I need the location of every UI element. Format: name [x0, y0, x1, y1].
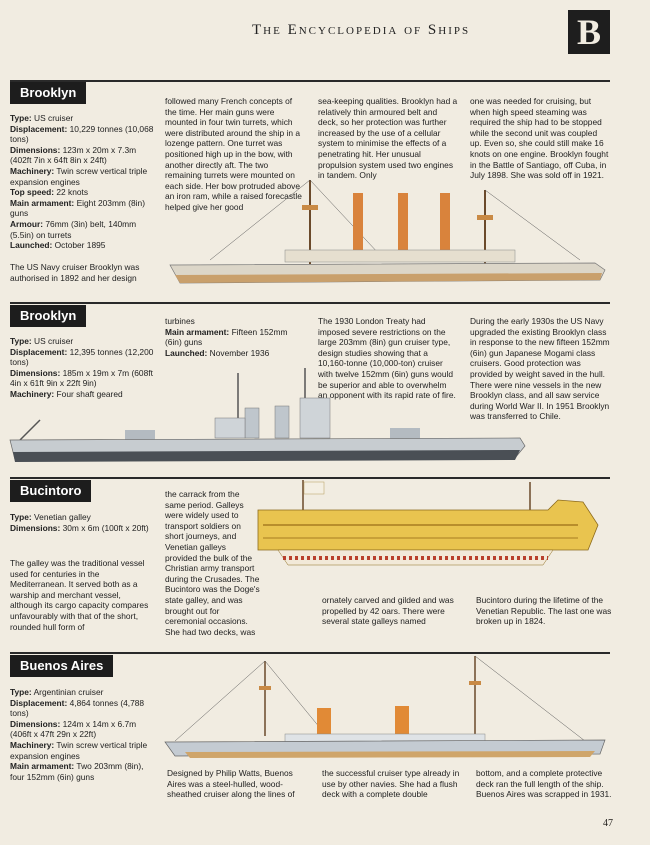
section-rule	[10, 302, 610, 304]
spec-line: Type: US cruiser	[10, 113, 155, 124]
section-letter: B	[568, 10, 610, 54]
spec-value: 124m x 14m x 6.7m (406ft x 47ft 29n x 22…	[10, 718, 137, 740]
spec-line: Dimensions: 124m x 14m x 6.7m (406ft x 4…	[10, 719, 155, 740]
spec-label: Displacement:	[10, 697, 68, 708]
spec-value: 30m x 6m (100ft x 20ft)	[62, 522, 149, 533]
spec-value: Twin screw vertical triple expansion eng…	[10, 739, 148, 761]
spec-line: Displacement: 4,864 tonnes (4,788 tons)	[10, 698, 155, 719]
spec-line: Dimensions: 30m x 6m (100ft x 20ft)	[10, 523, 155, 534]
spec-line: Machinery: Twin screw vertical triple ex…	[10, 166, 155, 187]
spec-value: turbines	[165, 316, 195, 326]
text-brooklyn-1895-b: followed many French concepts of the tim…	[165, 96, 302, 212]
spec-line: Main armament: Eight 203mm (8in) guns	[10, 198, 155, 219]
spec-label: Dimensions:	[10, 144, 61, 155]
spec-line: Machinery: Twin screw vertical triple ex…	[10, 740, 155, 761]
spec-value: 12,395 tonnes (12,200 tons)	[10, 346, 154, 368]
spec-line: Displacement: 12,395 tonnes (12,200 tons…	[10, 347, 155, 368]
spec-value: 4,864 tonnes (4,788 tons)	[10, 697, 145, 719]
text-bucintoro-b: the carrack from the same period. Galley…	[165, 489, 260, 637]
spec-line: Launched: October 1895	[10, 240, 155, 251]
spec-value: US cruiser	[34, 336, 74, 346]
spec-value: Two 203mm (8in), four 152mm (6in) guns	[10, 761, 144, 782]
illustration-brooklyn-1936	[9, 368, 526, 462]
spec-line: Type: Venetian galley	[10, 512, 155, 523]
spec-value: 76mm (3in) belt, 140mm (5.5in) on turret…	[10, 218, 137, 240]
spec-label: Dimensions:	[10, 367, 61, 378]
spec-value: 123m x 20m x 7.3m (402ft 7in x 64ft 8in …	[10, 144, 137, 166]
spec-line: turbines	[165, 316, 305, 327]
spec-value: October 1895	[54, 240, 106, 251]
text-brooklyn-1895-d: one was needed for cruising, but when hi…	[470, 96, 609, 181]
spec-line: Main armament: Two 203mm (8in), four 152…	[10, 761, 155, 782]
spec-label: Type:	[10, 512, 32, 522]
section-rule	[10, 652, 610, 654]
text-buenos-aires-c: the successful cruiser type already in u…	[322, 768, 460, 800]
spec-label: Machinery:	[10, 165, 55, 176]
text-buenos-aires-b: Designed by Philip Watts, Buenos Aires w…	[167, 768, 295, 800]
running-header: The Encyclopedia of Ships	[252, 22, 471, 38]
spec-line: Displacement: 10,229 tonnes (10,068 tons…	[10, 124, 155, 145]
spec-line: Machinery: Four shaft geared	[10, 389, 155, 400]
section-rule	[10, 80, 610, 82]
spec-line: Type: Argentinian cruiser	[10, 687, 155, 698]
spec-value: Eight 203mm (8in) guns	[10, 197, 145, 219]
spec-line: Main armament: Fifteen 152mm (6in) guns	[165, 327, 305, 348]
spec-label: Type:	[10, 113, 32, 123]
spec-line: Type: US cruiser	[10, 336, 155, 347]
spec-value: 185m x 19m x 7m (608ft 4in x 61ft 9in x …	[10, 367, 153, 389]
entry-title-bucintoro: Bucintoro	[10, 480, 92, 502]
text-buenos-aires-d: bottom, and a complete protective deck r…	[476, 768, 612, 800]
text-brooklyn-1936-c: The 1930 London Treaty had imposed sever…	[318, 316, 456, 401]
spec-line: Dimensions: 123m x 20m x 7.3m (402ft 7in…	[10, 145, 155, 166]
spec-value: Four shaft geared	[56, 388, 123, 399]
spec-line: Top speed: 22 knots	[10, 187, 155, 198]
spec-value: 10,229 tonnes (10,068 tons)	[10, 123, 154, 145]
spec-value: November 1936	[209, 347, 270, 358]
spec-value: US cruiser	[34, 113, 74, 123]
spec-label: Top speed:	[10, 187, 55, 198]
spec-line: Armour: 76mm (3in) belt, 140mm (5.5in) o…	[10, 219, 155, 240]
text-brooklyn-1895-c: sea-keeping qualities. Brooklyn had a re…	[318, 96, 458, 181]
text-bucintoro-a: The galley was the traditional vessel us…	[10, 558, 149, 632]
spec-label: Dimensions:	[10, 718, 61, 729]
spec-label: Dimensions:	[10, 522, 61, 533]
text-brooklyn-1936-d: During the early 1930s the US Navy upgra…	[470, 316, 610, 422]
spec-value: 22 knots	[56, 187, 89, 198]
text-bucintoro-c: ornately carved and gilded and was prope…	[322, 595, 454, 627]
entry-title-buenos-aires: Buenos Aires	[10, 655, 114, 677]
spec-label: Launched:	[165, 347, 208, 358]
spec-label: Armour:	[10, 218, 44, 229]
spec-label: Machinery:	[10, 739, 55, 750]
spec-label: Displacement:	[10, 346, 68, 357]
spec-line: Dimensions: 185m x 19m x 7m (608ft 4in x…	[10, 368, 155, 389]
spec-label: Main armament:	[10, 761, 75, 772]
spec-value: Argentinian cruiser	[33, 687, 104, 697]
page-number: 47	[603, 818, 613, 829]
spec-label: Main armament:	[10, 197, 75, 208]
spec-label: Main armament:	[165, 326, 230, 337]
spec-label: Machinery:	[10, 388, 55, 399]
entry-title-brooklyn-1936: Brooklyn	[10, 305, 87, 327]
illustration-buenos-aires	[164, 655, 606, 758]
illustration-bucintoro	[257, 480, 599, 566]
spec-value: Venetian galley	[34, 512, 91, 522]
entry-title-brooklyn-1895: Brooklyn	[10, 82, 87, 104]
spec-label: Launched:	[10, 240, 53, 251]
spec-value: Fifteen 152mm (6in) guns	[165, 326, 288, 348]
text-brooklyn-1895-a: The US Navy cruiser Brooklyn was authori…	[10, 262, 140, 283]
spec-label: Displacement:	[10, 123, 68, 134]
spec-value: Twin screw vertical triple expansion eng…	[10, 165, 148, 187]
spec-label: Type:	[10, 336, 32, 346]
illustration-brooklyn-1895	[169, 179, 606, 284]
spec-line: Launched: November 1936	[165, 348, 305, 359]
section-rule	[10, 477, 610, 479]
text-bucintoro-d: Bucintoro during the lifetime of the Ven…	[476, 595, 612, 627]
spec-label: Type:	[10, 687, 32, 697]
